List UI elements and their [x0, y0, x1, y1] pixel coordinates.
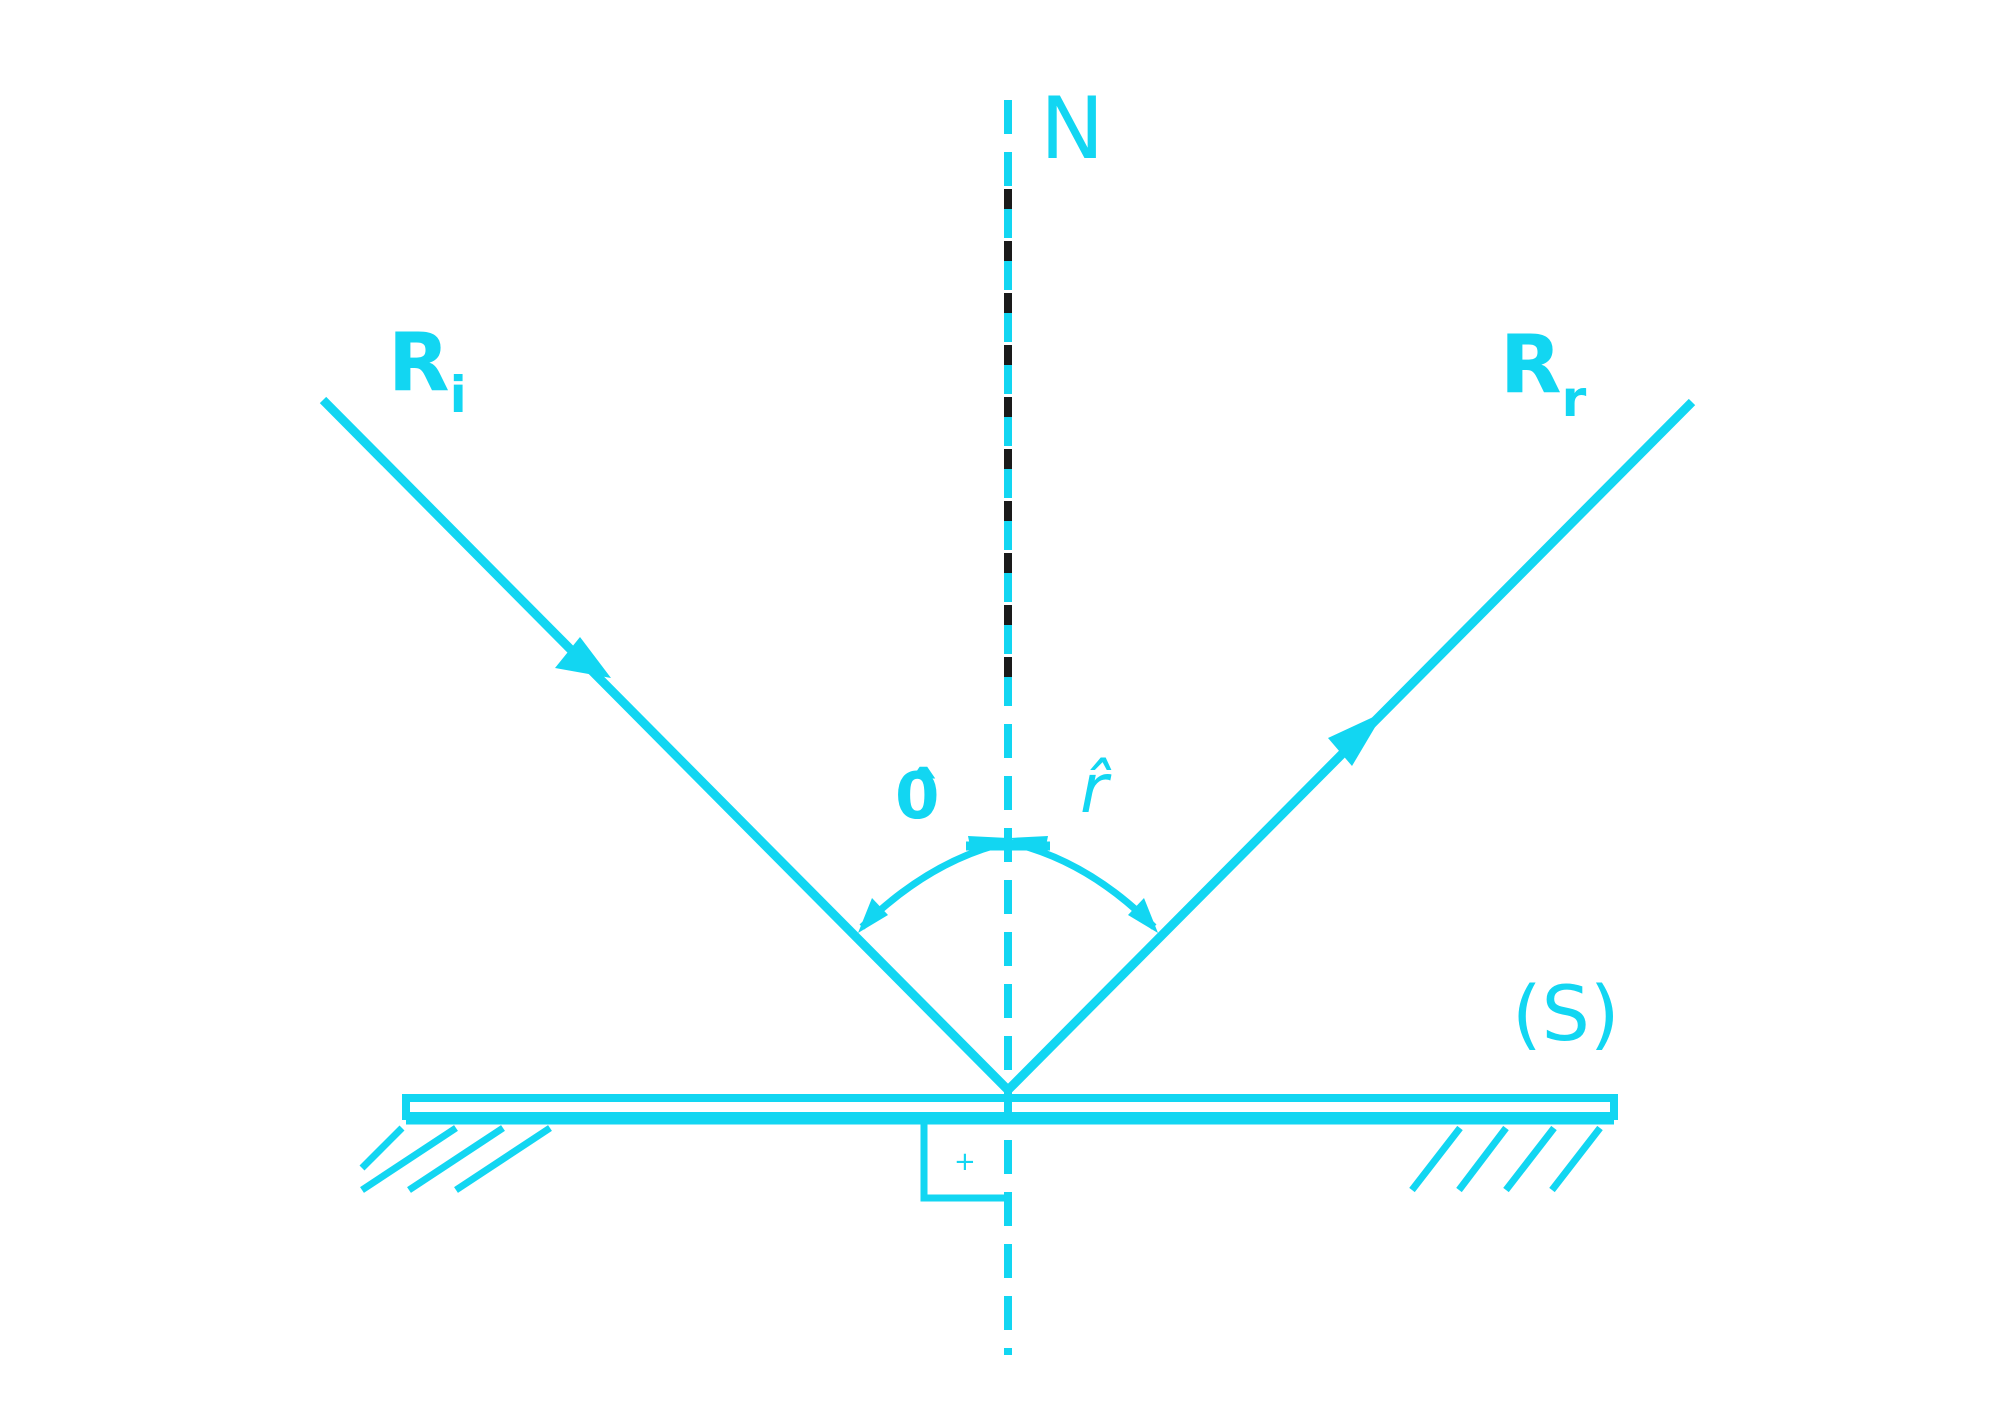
- reflected-ray-arrow-icon: [1328, 712, 1384, 766]
- angle-reflection-arrow-down-icon: [1128, 898, 1158, 933]
- surface-label: (S): [1512, 969, 1620, 1058]
- angle-incidence-arc: [858, 836, 1009, 933]
- angle-incidence-label: 0̂: [895, 760, 940, 834]
- reflected-ray: [1004, 398, 1696, 1094]
- right-angle-marker: [920, 1124, 1008, 1202]
- normal-label: N: [1040, 79, 1104, 179]
- angle-reflection-arc: [1007, 836, 1158, 933]
- angle-reflection-label: r̂: [1080, 750, 1112, 829]
- angle-incidence-arrow-down-icon: [858, 898, 888, 933]
- mirror-surface: [359, 1094, 1618, 1193]
- incident-ray: [319, 396, 1012, 1094]
- right-angle-marker-label: +: [954, 1147, 976, 1177]
- incident-ray-arrow-icon: [555, 637, 611, 678]
- incident-ray-label: Ri: [388, 316, 467, 424]
- reflected-ray-label: Rr: [1500, 318, 1587, 428]
